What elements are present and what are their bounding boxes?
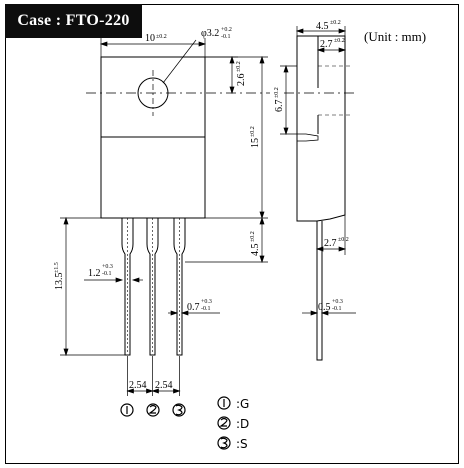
side-lead-thickness-label: 0.5 — [318, 302, 331, 313]
lead-shoulder-label: 4.5 — [250, 244, 261, 257]
pitch-1-label: 2.54 — [129, 380, 147, 391]
dim-body-height — [205, 55, 268, 220]
pin-3-glyph — [175, 404, 183, 416]
legend-2-marker — [217, 416, 231, 430]
lead-width-wide-label: 1.2 — [88, 268, 101, 279]
side-thickness-tol: ±0.2 — [330, 20, 341, 26]
legend-3-marker — [217, 436, 231, 450]
hole-to-top-tol: ±0.2 — [236, 61, 242, 72]
body-height-label: 15 — [250, 138, 261, 148]
dim-lead-width-wide — [84, 277, 143, 283]
side-lead-offset-label: 2.7 — [324, 238, 337, 249]
side-thickness-label: 4.5 — [316, 21, 329, 32]
lead-width-narrow-tol-lower: -0.1 — [201, 306, 211, 312]
pin-1-marker — [120, 403, 134, 417]
width-label: 10 — [145, 33, 155, 44]
dim-side-lead-offset — [315, 215, 347, 255]
hole-tol-lower: -0.1 — [221, 34, 231, 40]
legend-3-glyph — [220, 437, 228, 449]
side-view-lead — [316, 221, 323, 361]
lead-2 — [146, 218, 159, 356]
case-label: Case : FTO-220 — [5, 4, 142, 38]
dim-lead-shoulder — [185, 216, 268, 264]
dim-lead-width-narrow — [168, 310, 220, 316]
total-lead-label: 13.5 — [54, 273, 65, 291]
dim-pitch — [126, 356, 181, 396]
dim-hole-to-top — [205, 55, 238, 95]
unit-label: (Unit : mm) — [364, 29, 427, 44]
dim-side-tab — [316, 47, 347, 53]
side-lead-thickness-tol-upper: +0.3 — [332, 299, 343, 305]
legend-1-label: :G — [236, 397, 249, 411]
dim-width — [99, 38, 207, 57]
hole-to-top-label: 2.6 — [236, 74, 247, 87]
lead-width-narrow-tol-upper: +0.3 — [201, 299, 212, 305]
body-height-tol: ±0.2 — [250, 126, 256, 137]
legend-3-label: :S — [236, 437, 248, 451]
side-lead-offset-tol: ±0.2 — [338, 237, 349, 243]
side-tab-height-label: 6.7 — [274, 100, 285, 113]
lead-width-narrow-label: 0.7 — [187, 302, 200, 313]
lead-1 — [121, 218, 134, 356]
lead-shoulder-tol: ±0.2 — [250, 231, 256, 242]
dim-total-lead — [60, 216, 125, 357]
legend-2-glyph — [219, 417, 228, 427]
pitch-2-label: 2.54 — [155, 380, 173, 391]
dim-side-thickness — [295, 26, 347, 36]
dim-side-tab-height — [280, 64, 297, 136]
side-view-body — [296, 35, 346, 222]
hole-diameter-label: φ3.2 — [201, 28, 219, 39]
hole-leader — [162, 39, 197, 84]
lead-width-wide-tol-upper: +0.3 — [102, 264, 113, 270]
hole-tol-upper: +0.2 — [221, 27, 232, 33]
legend-2-label: :D — [236, 417, 249, 431]
side-lead-thickness-tol-lower: -0.1 — [332, 306, 342, 312]
total-lead-tol: ±1.5 — [54, 262, 60, 273]
lead-width-wide-tol-lower: -0.1 — [102, 271, 112, 277]
pin-3-marker — [172, 403, 186, 417]
width-tol: ±0.2 — [156, 34, 167, 40]
dim-side-lead-thickness — [302, 310, 356, 316]
side-tab-height-tol: ±0.2 — [274, 87, 280, 98]
side-tab-tol: ±0.2 — [334, 38, 345, 44]
lead-3 — [173, 218, 186, 356]
pin-2-glyph — [148, 404, 157, 414]
side-tab-label: 2.7 — [320, 39, 333, 50]
legend-1-marker — [217, 396, 231, 410]
pin-2-marker — [146, 403, 160, 417]
